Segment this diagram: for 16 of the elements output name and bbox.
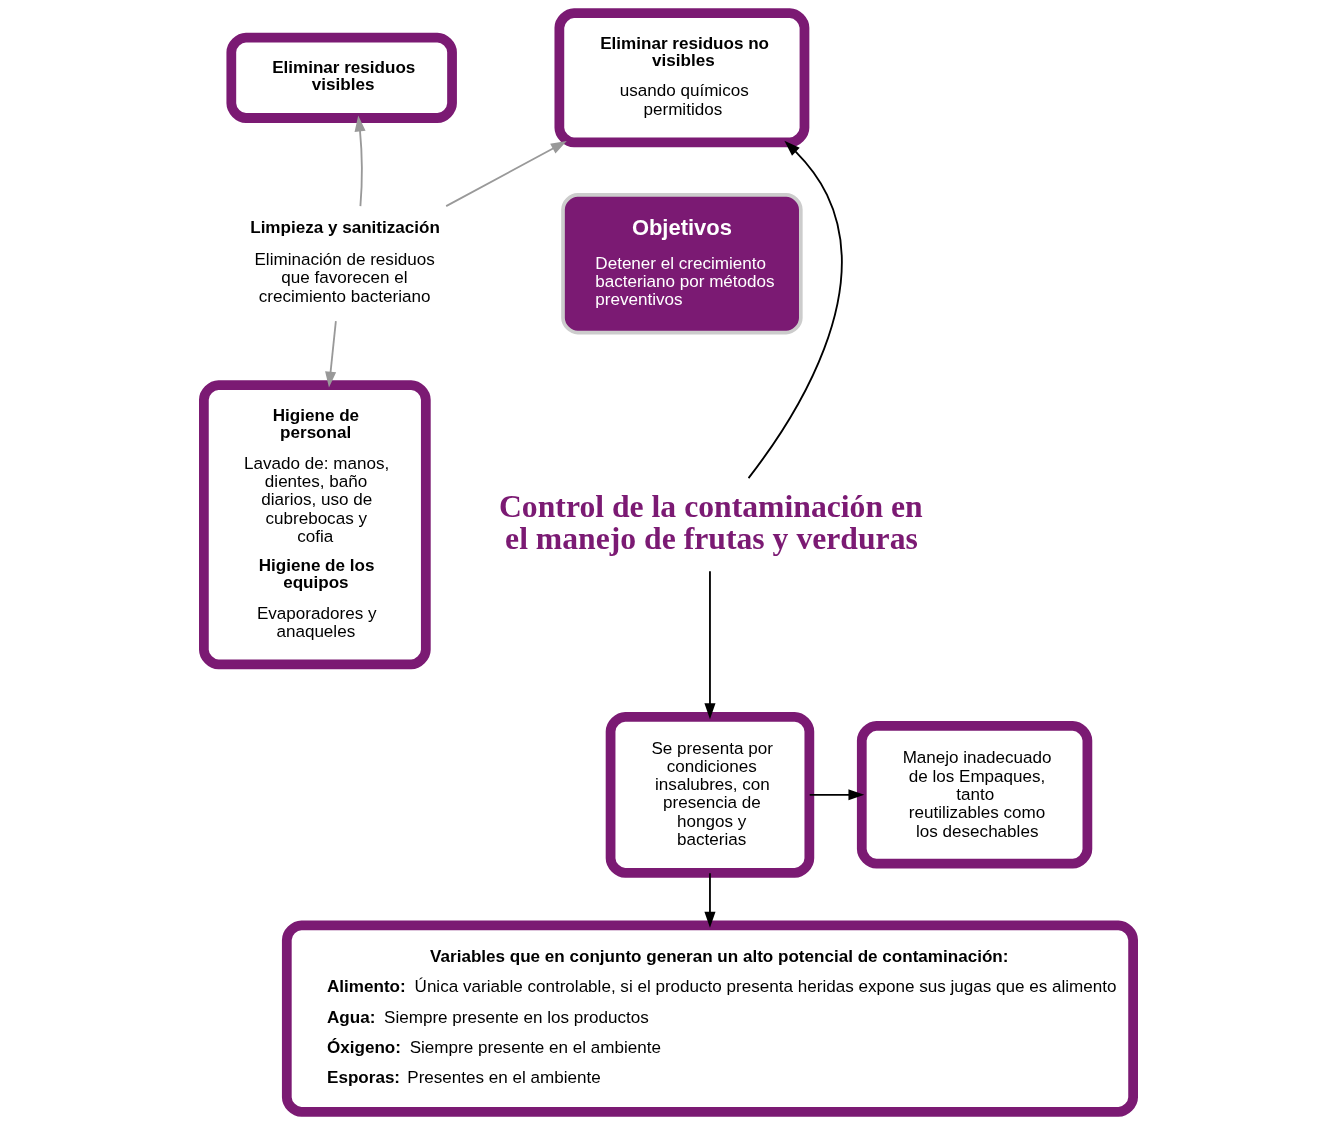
node-box: Eliminar residuos visibles bbox=[226, 32, 457, 123]
arrow bbox=[747, 140, 843, 480]
arrow bbox=[445, 141, 567, 208]
node-text: Control de la contaminación en el manejo de frutas y verduras bbox=[498, 489, 923, 556]
node-box: Objetivos Detener el crecimiento bacteriano por métodos preventivos bbox=[561, 193, 803, 335]
arrow bbox=[704, 570, 716, 720]
arrow bbox=[325, 320, 337, 388]
node-box: Eliminar residuos no visibles usando químicos permitidos bbox=[554, 8, 810, 148]
node-box: Se presenta por condiciones insalubres, con presencia de hongos y bacterias bbox=[605, 711, 815, 878]
node-box: Variables que en conjunto generan un alto potencial de contaminación: Alimento: Única variable controlable, si el producto presenta heridas expone sus jugas que es alimento Agua: Siempre presente en los productos Óxigeno: Siempre presente en el ambiente Esporas: Presentes en el ambiente bbox=[281, 920, 1138, 1117]
node-text: Limpieza y sanitización Eliminación de residuos que favorecen el crecimiento bacteriano bbox=[250, 218, 440, 306]
arrow bbox=[704, 872, 716, 928]
node-box: Manejo inadecuado de los Empaques, tanto reutilizables como los desechables bbox=[856, 721, 1093, 869]
node-box: Higiene de personal Lavado de: manos, dientes, baño diarios, uso de cubrebocas y cofia Higiene de los equipos Evaporadores y anaqueles bbox=[199, 380, 431, 670]
arrow bbox=[354, 115, 366, 208]
arrow bbox=[808, 789, 865, 801]
